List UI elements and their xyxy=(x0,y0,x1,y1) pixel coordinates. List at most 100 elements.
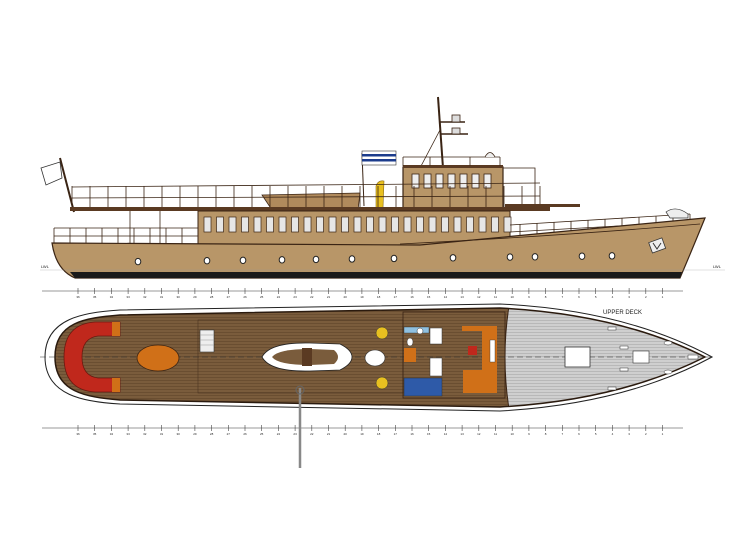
window xyxy=(353,216,362,233)
frame-number: 14 xyxy=(444,432,448,436)
frame-number: 3 xyxy=(628,295,630,299)
porthole xyxy=(278,256,286,264)
frame-number: 19 xyxy=(360,295,364,299)
upper-deck-edge xyxy=(70,207,550,211)
frame-number: 18 xyxy=(377,295,381,299)
frame-number: 15 xyxy=(427,295,431,299)
window xyxy=(341,216,349,233)
window xyxy=(216,216,224,233)
window xyxy=(303,216,312,233)
frame-number: 20 xyxy=(344,432,348,436)
frame-number: 2 xyxy=(645,295,647,299)
frame-number: 28 xyxy=(210,432,214,436)
bow-fairlead xyxy=(665,208,689,219)
window xyxy=(378,216,387,233)
frame-number: 3 xyxy=(628,432,630,436)
side-profile: LWL LWL xyxy=(40,96,725,279)
window xyxy=(416,216,424,233)
deck-fittings xyxy=(607,326,699,391)
porthole xyxy=(390,254,398,263)
frame-number: 22 xyxy=(310,432,314,436)
frame-number: 5 xyxy=(595,295,597,299)
frame-number: 2 xyxy=(645,432,647,436)
window xyxy=(403,216,412,233)
frame-number: 27 xyxy=(227,295,231,299)
frame-number: 29 xyxy=(193,295,197,299)
sunpad xyxy=(364,349,386,367)
frame-number: 5 xyxy=(595,432,597,436)
frame-number: 30 xyxy=(177,295,181,299)
window xyxy=(466,216,474,233)
frame-number: 9 xyxy=(528,295,530,299)
frame-number: 7 xyxy=(561,432,563,436)
frame-number: 8 xyxy=(545,295,547,299)
window xyxy=(253,216,262,233)
aft-table xyxy=(136,344,180,372)
window xyxy=(291,216,299,233)
frame-number: 12 xyxy=(477,432,481,436)
frame-number: 16 xyxy=(410,295,414,299)
porthole xyxy=(506,253,514,261)
frame-number: 27 xyxy=(227,432,231,436)
frame-number: 9 xyxy=(528,432,530,436)
helm-chair xyxy=(468,346,477,355)
frame-number: 17 xyxy=(394,295,398,299)
frame-number: 19 xyxy=(360,432,364,436)
frame-number: 15 xyxy=(427,432,431,436)
frame-number: 36 xyxy=(76,295,80,299)
frame-number: 20 xyxy=(344,295,348,299)
frame-number: 17 xyxy=(394,432,398,436)
frame-number: 32 xyxy=(143,432,147,436)
window xyxy=(366,216,374,233)
frame-number: 34 xyxy=(110,432,114,436)
frame-number: 8 xyxy=(545,432,547,436)
porthole xyxy=(531,253,539,261)
frame-number: 26 xyxy=(243,295,247,299)
frame-number: 4 xyxy=(612,432,614,436)
frame-number: 25 xyxy=(260,295,264,299)
window xyxy=(328,216,337,233)
frame-number: 21 xyxy=(327,295,331,299)
frame-number: 4 xyxy=(612,295,614,299)
window xyxy=(391,216,399,233)
frame-number: 26 xyxy=(243,432,247,436)
frame-number: 14 xyxy=(444,295,448,299)
berth xyxy=(403,377,443,397)
frame-number: 11 xyxy=(494,295,497,299)
sheer-line xyxy=(399,223,701,245)
window xyxy=(503,216,512,233)
upper-deck-edge-forward xyxy=(505,204,580,207)
wheelhouse xyxy=(402,152,536,210)
frame-number: 23 xyxy=(293,295,297,299)
anchor-icon xyxy=(648,237,667,254)
lwl-label-right: LWL xyxy=(713,264,722,269)
davit-base xyxy=(295,385,305,395)
frame-number: 33 xyxy=(126,432,130,436)
porthole xyxy=(312,255,320,264)
mast xyxy=(419,96,468,169)
chair-icon xyxy=(375,326,389,340)
lwl-label-left: LWL xyxy=(41,264,50,269)
window xyxy=(278,216,287,233)
boot-stripe xyxy=(70,272,682,278)
window xyxy=(453,216,462,233)
frame-number: 12 xyxy=(477,295,481,299)
porthole xyxy=(348,255,356,263)
main-deckhouse xyxy=(197,210,512,247)
stern-flag-icon xyxy=(40,161,63,186)
hatch xyxy=(199,329,215,353)
frame-number: 22 xyxy=(310,295,314,299)
frame-number: 1 xyxy=(662,432,664,436)
frame-number: 7 xyxy=(561,295,563,299)
frame-number: 11 xyxy=(494,432,497,436)
window xyxy=(203,216,212,233)
upper-railing xyxy=(71,182,541,208)
frame-number: 10 xyxy=(511,295,515,299)
windlass xyxy=(632,350,650,364)
frame-number: 24 xyxy=(277,295,281,299)
window xyxy=(491,216,499,233)
frame-number: 6 xyxy=(578,295,580,299)
porthole xyxy=(608,252,616,260)
